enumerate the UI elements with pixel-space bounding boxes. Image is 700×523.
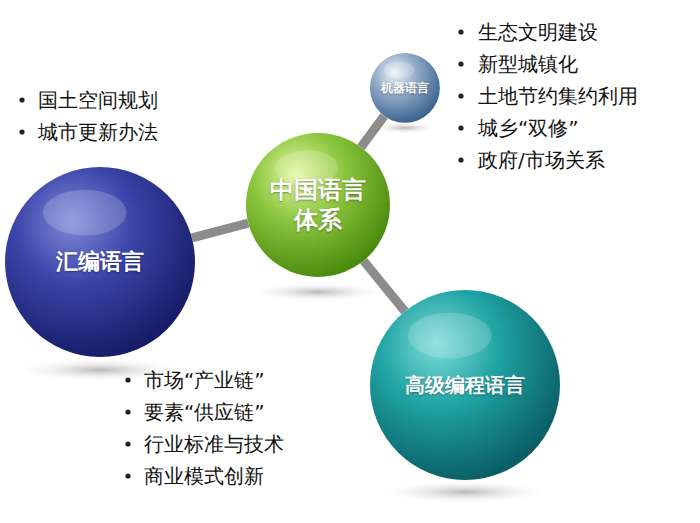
bullet-item: 要素“供应链”: [144, 400, 265, 424]
bullet-item: 政府/市场关系: [478, 148, 605, 172]
sphere-highlight: [408, 313, 492, 359]
bullet-item: 国土空间规划: [38, 88, 158, 112]
bullet-item: 行业标准与技术: [144, 432, 284, 456]
sphere-label: 机器语言: [375, 80, 435, 95]
bullet: [125, 473, 130, 478]
sphere-label: 汇编语言: [25, 248, 175, 276]
bullet: [458, 61, 463, 66]
bullet: [125, 441, 130, 446]
bullet: [458, 157, 463, 162]
bullet: [19, 97, 24, 102]
bullet: [125, 409, 130, 414]
connector-rod: [364, 261, 405, 312]
bullet-item: 市场“产业链”: [144, 368, 265, 392]
sphere-highlight: [384, 61, 415, 78]
connector-rod: [361, 116, 384, 147]
bullet: [19, 129, 24, 134]
bullet-item: 土地节约集约利用: [478, 84, 638, 108]
high-level-language-sphere: 高级编程语言: [370, 290, 560, 480]
sphere-label: 高级编程语言: [385, 373, 545, 398]
bullet: [125, 377, 130, 382]
sphere-highlight: [43, 190, 127, 236]
bullet: [458, 125, 463, 130]
assembly-language-sphere: 汇编语言: [5, 167, 195, 357]
bullet-item: 城市更新办法: [38, 120, 158, 144]
bullet-item: 商业模式创新: [144, 464, 264, 488]
machine-language-sphere: 机器语言: [370, 53, 440, 123]
sphere-fill: [5, 167, 195, 357]
connector-rod: [192, 223, 248, 238]
bullet: [458, 29, 463, 34]
bullet-item: 新型城镇化: [478, 52, 578, 76]
sphere-shadow: [248, 282, 388, 302]
sphere-shape: [246, 133, 390, 277]
sphere-label: 中国语言体系: [266, 175, 370, 235]
sphere-fill: [246, 133, 390, 277]
center-sphere: 中国语言体系: [246, 133, 390, 277]
bullet-item: 生态文明建设: [478, 20, 598, 44]
bullet: [458, 93, 463, 98]
sphere-fill: [370, 53, 440, 123]
sphere-fill: [370, 290, 560, 480]
sphere-shadow: [375, 480, 555, 504]
bullet-item: 城乡“双修”: [478, 116, 579, 140]
